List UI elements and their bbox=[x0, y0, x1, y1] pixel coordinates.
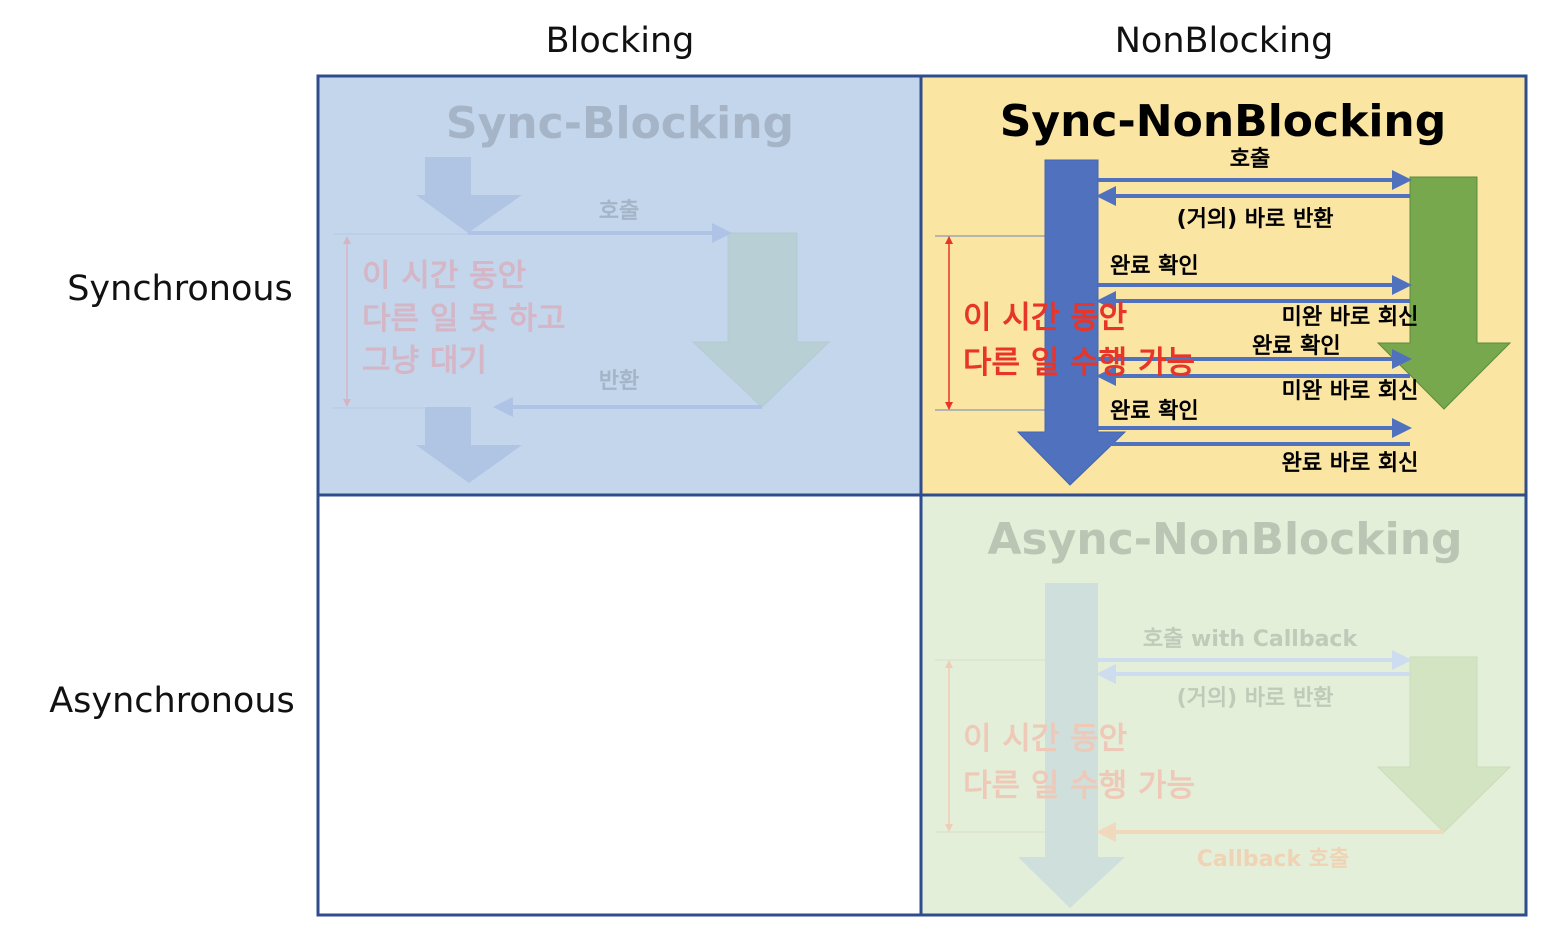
concurrent-note-line-2: 다른 일 수행 가능 bbox=[963, 768, 1195, 804]
caller-arrow-icon bbox=[416, 157, 522, 233]
immediate-return-label: (거의) 바로 반환 bbox=[1177, 207, 1334, 232]
quadrant-sync-blocking bbox=[318, 76, 921, 495]
caller-arrow-icon bbox=[1018, 583, 1125, 908]
column-header-blocking: Blocking bbox=[546, 21, 695, 61]
return-label: 반환 bbox=[599, 369, 639, 394]
async-nonblocking-diagram: Async-NonBlocking 호출 with Callback (거의) … bbox=[935, 514, 1512, 908]
row-header-asynchronous: Asynchronous bbox=[49, 681, 295, 721]
grid-borders bbox=[316, 74, 1528, 917]
check-label-2: 완료 확인 bbox=[1252, 334, 1341, 359]
sync-nonblocking-title: Sync-NonBlocking bbox=[1000, 96, 1447, 147]
check-label-3: 완료 확인 bbox=[1110, 399, 1199, 424]
concurrent-note-line-1: 이 시간 동안 bbox=[963, 721, 1127, 757]
wait-note-line-3: 그냥 대기 bbox=[362, 343, 487, 379]
immediate-return-label: (거의) 바로 반환 bbox=[1177, 686, 1334, 711]
reply-label-3: 완료 바로 회신 bbox=[1282, 451, 1419, 476]
callee-arrow-icon bbox=[1376, 656, 1512, 833]
column-header-nonblocking: NonBlocking bbox=[1115, 21, 1334, 61]
sync-blocking-diagram: Sync-Blocking 호출 반환 이 시간 동안 다른 일 못 하고 그냥… bbox=[333, 98, 831, 483]
wait-note-line-2: 다른 일 못 하고 bbox=[362, 301, 566, 337]
call-with-callback-label: 호출 with Callback bbox=[1143, 627, 1359, 652]
check-label-1: 완료 확인 bbox=[1110, 254, 1199, 279]
async-nonblocking-title: Async-NonBlocking bbox=[987, 514, 1462, 565]
sync-blocking-title: Sync-Blocking bbox=[446, 98, 794, 149]
wait-note-line-1: 이 시간 동안 bbox=[362, 258, 526, 294]
concurrent-note-line-2: 다른 일 수행 가능 bbox=[963, 345, 1195, 381]
call-label: 호출 bbox=[599, 199, 639, 224]
reply-label-2: 미완 바로 회신 bbox=[1282, 379, 1419, 404]
caller-arrow-icon bbox=[416, 407, 522, 483]
call-label: 호출 bbox=[1230, 147, 1270, 172]
callee-arrow-icon bbox=[691, 232, 831, 408]
quadrant-async-blocking bbox=[318, 495, 921, 915]
concurrent-note-line-1: 이 시간 동안 bbox=[963, 300, 1127, 336]
callback-label: Callback 호출 bbox=[1197, 847, 1349, 872]
sync-nonblocking-diagram: Sync-NonBlocking 호출 (거의) 바로 반환 완료 확인 미완 … bbox=[935, 96, 1512, 486]
row-header-synchronous: Synchronous bbox=[67, 269, 293, 309]
reply-label-1: 미완 바로 회신 bbox=[1282, 305, 1419, 330]
